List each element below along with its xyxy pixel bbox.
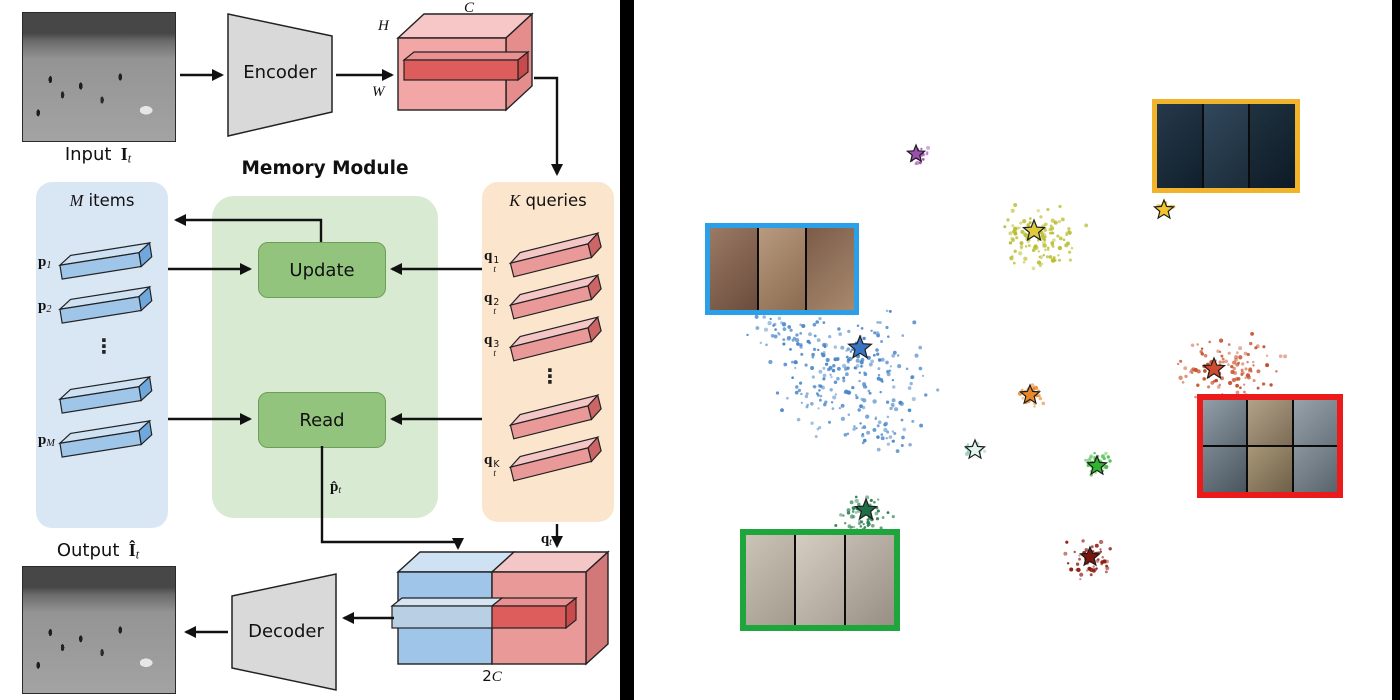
cluster-star-orange	[1018, 383, 1042, 405]
concat-slab	[390, 596, 578, 630]
thumbnail-frame-row	[1157, 104, 1296, 188]
cluster-star-maroon	[1078, 545, 1102, 567]
query-bar-icon-holder	[508, 273, 612, 320]
cluster-star-brick	[1201, 356, 1227, 380]
tsne-cluster-blue-ext-left	[746, 298, 820, 356]
thumbnail-frame-row	[746, 535, 894, 625]
thumbnail-frame-cell	[710, 228, 757, 310]
memory-bar-icon	[58, 419, 153, 458]
output-label: Output Ît	[56, 540, 140, 562]
query-panel-label: K queries	[509, 191, 587, 210]
cube-width-label: W	[372, 84, 385, 100]
cluster-thumbnail-green	[740, 529, 900, 631]
query-bar-icon-holder	[508, 393, 612, 440]
bar-math-label: p2	[38, 298, 52, 316]
output-frame-image	[22, 566, 176, 694]
input-label: Input It	[64, 144, 132, 166]
thumbnail-layer	[634, 0, 1392, 700]
cluster-thumbnail-blue	[705, 223, 859, 315]
cube-height-label: H	[378, 18, 389, 34]
cluster-thumbnail-red	[1197, 394, 1343, 498]
tsne-panel	[634, 0, 1392, 700]
panel-divider	[620, 0, 634, 700]
query-bar-icon	[508, 393, 602, 440]
thumbnail-frame-row	[1203, 400, 1337, 445]
thumbnail-frames	[746, 535, 894, 625]
thumbnail-frame-row	[710, 228, 855, 310]
cluster-star-dark-green	[853, 497, 879, 521]
memory-items-panel	[36, 182, 168, 528]
query-bar-icon	[508, 435, 602, 482]
memory-module-title: Memory Module	[241, 158, 409, 179]
qt-label: qt	[540, 531, 552, 549]
memory-panel-label: M items	[69, 191, 135, 210]
memory-bar-icon	[58, 241, 153, 280]
bar-math-label: pM	[38, 432, 55, 450]
right-border	[1392, 0, 1400, 700]
thumbnail-frame-cell	[807, 228, 855, 310]
thumbnail-frame-cell	[796, 535, 844, 625]
vertical-ellipsis: ⋮	[540, 364, 560, 388]
update-box: Update	[258, 242, 386, 298]
phat-label: p̂t	[330, 479, 342, 497]
thumbnail-frame-cell	[846, 535, 894, 625]
encoder-label: Encoder	[243, 62, 317, 83]
bar-math-label: p1	[38, 254, 52, 272]
memory-bar-icon	[58, 285, 153, 324]
tsne-scatter	[746, 143, 1288, 581]
thumbnail-frame-cell	[746, 535, 794, 625]
cluster-star-purple	[905, 143, 927, 163]
thumbnail-frames	[710, 228, 855, 310]
query-bar-icon	[508, 231, 602, 278]
thumbnail-frame-cell	[1203, 447, 1247, 492]
cluster-star-yellow	[1152, 198, 1176, 220]
memory-bar-icon-holder	[58, 241, 162, 281]
cluster-star-teal	[963, 438, 987, 460]
thumbnail-frame-cell	[1203, 400, 1247, 445]
thumbnail-frame-cell	[1157, 104, 1202, 188]
cluster-star-blue	[847, 334, 873, 359]
memory-bar-icon	[58, 375, 153, 414]
vertical-ellipsis: ⋮	[94, 334, 114, 358]
thumbnail-frame-cell	[1293, 447, 1337, 492]
thumbnail-frame-cell	[1203, 104, 1249, 188]
feature-slab	[402, 50, 530, 82]
read-box: Read	[258, 392, 386, 448]
architecture-panel: Input It Encoder H C W Memory Module M i…	[0, 0, 620, 700]
decoder-label: Decoder	[248, 621, 324, 642]
cube-channels-label: C	[463, 0, 474, 16]
thumbnail-frame-cell	[1248, 447, 1292, 492]
thumbnail-frame-cell	[1250, 104, 1296, 188]
thumbnail-frame-cell	[1293, 400, 1337, 445]
input-frame-image	[22, 12, 176, 142]
query-bar-icon-holder	[508, 231, 612, 278]
query-bar-icon	[508, 273, 602, 320]
thumbnail-frames	[1157, 104, 1296, 188]
thumbnail-frames	[1203, 400, 1337, 492]
thumbnail-frame-cell	[1248, 400, 1292, 445]
cluster-star-olive	[1021, 218, 1047, 242]
memory-bar-icon-holder	[58, 419, 162, 459]
concat-size-label: 2C	[482, 667, 502, 685]
memory-bar-icon-holder	[58, 285, 162, 325]
cluster-star-green	[1085, 454, 1109, 476]
query-bar-icon	[508, 315, 602, 362]
memory-bar-icon-holder	[58, 375, 162, 415]
feature-cube	[396, 12, 534, 112]
tsne-cluster-blue-ext-bottom	[852, 407, 924, 453]
thumbnail-frame-cell	[758, 228, 806, 310]
query-bar-icon-holder	[508, 435, 612, 482]
query-bar-icon-holder	[508, 315, 612, 362]
concat-cube	[390, 550, 610, 666]
cluster-thumbnail-yellow	[1152, 99, 1300, 193]
thumbnail-frame-row	[1203, 447, 1337, 492]
arrow-cube-to-queries	[534, 76, 563, 176]
